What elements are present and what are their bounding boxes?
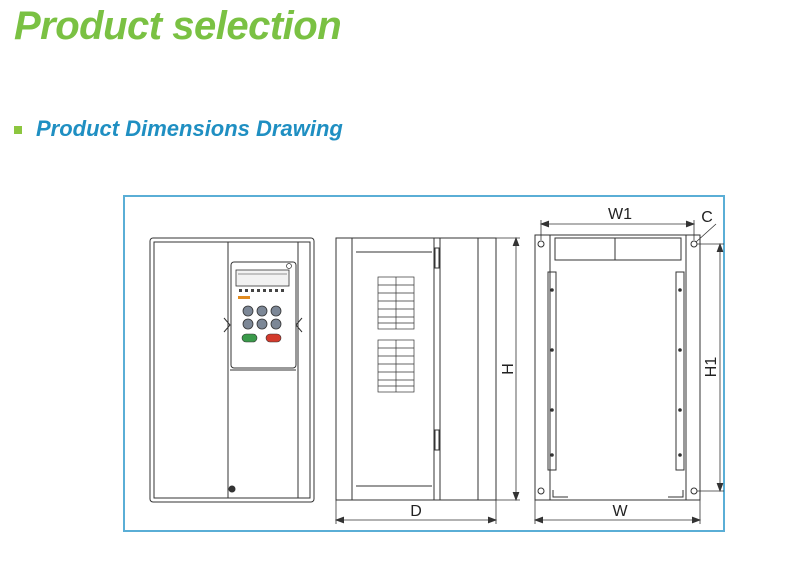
dimension-w <box>533 500 702 524</box>
dimension-label-h: H <box>500 363 517 375</box>
page-title: Product selection <box>14 4 342 48</box>
front-view <box>149 237 315 503</box>
back-view <box>534 234 701 501</box>
bullet-icon <box>14 126 22 134</box>
dimension-label-w: W <box>612 503 628 520</box>
dimension-h <box>496 236 520 502</box>
dimension-h1 <box>697 242 724 493</box>
dimension-label-d: D <box>410 503 422 520</box>
dimension-label-c: C <box>701 209 713 226</box>
keypad-panel <box>230 261 297 369</box>
side-view <box>335 237 497 501</box>
dimension-label-h1: H1 <box>703 357 720 378</box>
mounting-holes <box>550 288 682 457</box>
dimension-d <box>334 500 498 524</box>
dimension-c <box>695 223 717 243</box>
dimension-label-w1: W1 <box>608 206 632 223</box>
section-heading: Product Dimensions Drawing <box>36 116 343 141</box>
vent-grille <box>377 276 415 393</box>
drawing-frame <box>123 195 725 532</box>
dimension-w1 <box>539 220 696 240</box>
